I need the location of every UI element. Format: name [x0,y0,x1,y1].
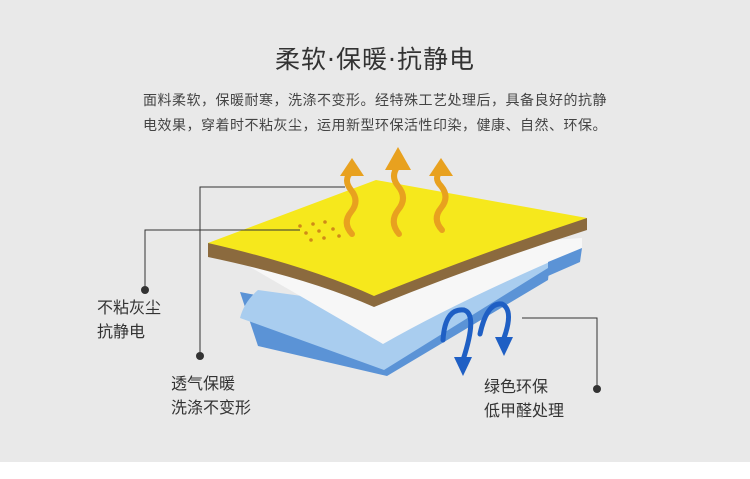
page-title: 柔软·保暖·抗静电 [275,45,475,74]
warm-arrow-2-head-icon [385,147,411,170]
cool-arrow-1-head-icon [454,357,472,376]
callout-dots [141,286,601,393]
callout-breath-line-2: 洗涤不变形 [171,398,252,417]
warm-arrow-1-head-icon [340,158,364,176]
blue-layer-right-edge [548,248,582,276]
callout-dust-line-2: 抗静电 [97,322,146,341]
callout-dust-label: 不粘灰尘 抗静电 [97,296,161,344]
description-line-2: 电效果，穿着时不粘灰尘，运用新型环保活性印染，健康、自然、环保。 [143,118,607,134]
callout-green-label: 绿色环保 低甲醛处理 [484,375,564,423]
callout-breath-line-1: 透气保暖 [171,374,236,393]
warm-arrow-3-icon [433,168,449,233]
warm-arrow-2-icon [390,163,406,237]
surface-dots [298,220,341,242]
warm-arrow-1-icon [343,169,359,237]
callout-lines [144,186,598,387]
cool-arrow-1-icon [440,307,474,363]
cool-arrow-2-head-icon [495,337,513,356]
callout-breath-label: 透气保暖 洗涤不变形 [171,372,251,420]
blue-layer-edge [240,262,550,376]
callout-green-line-2: 低甲醛处理 [484,401,565,420]
yellow-layer [208,180,587,296]
description-line-1: 面料柔软，保暖耐寒，洗涤不变形。经特殊工艺处理后，具备良好的抗静 [143,93,607,109]
callout-dust-line-1: 不粘灰尘 [97,298,162,317]
callout-green-line-1: 绿色环保 [484,377,549,396]
cool-arrow-2-icon [477,301,511,341]
bottom-band [0,462,750,479]
warm-arrow-3-head-icon [429,158,453,176]
